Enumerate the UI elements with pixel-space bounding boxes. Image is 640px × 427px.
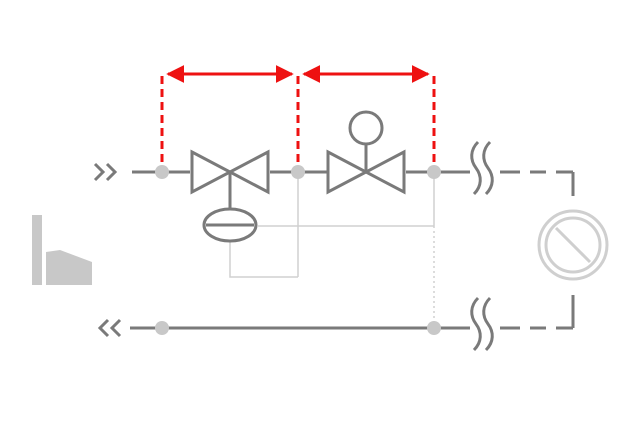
pipe-break-icon	[470, 140, 494, 196]
two-way-valve-icon	[190, 149, 270, 195]
double-chevron-left-icon	[97, 318, 122, 338]
dimension-markers	[160, 65, 436, 164]
double-chevron-right-icon	[93, 162, 118, 182]
signal-lines	[229, 172, 435, 328]
return-pipe	[130, 295, 575, 330]
node	[427, 321, 441, 335]
building-icon	[32, 215, 92, 285]
node	[155, 165, 169, 179]
two-way-valve-icon	[326, 149, 406, 195]
node	[427, 165, 441, 179]
pipe-break-icon	[470, 296, 494, 352]
consumer-circle-slash-icon	[537, 209, 609, 281]
return-nodes	[155, 321, 441, 335]
node	[291, 165, 305, 179]
node	[155, 321, 169, 335]
supply-nodes	[155, 165, 441, 179]
valve-actuator-icon	[348, 110, 384, 172]
valve-actuator-icon	[202, 172, 258, 243]
